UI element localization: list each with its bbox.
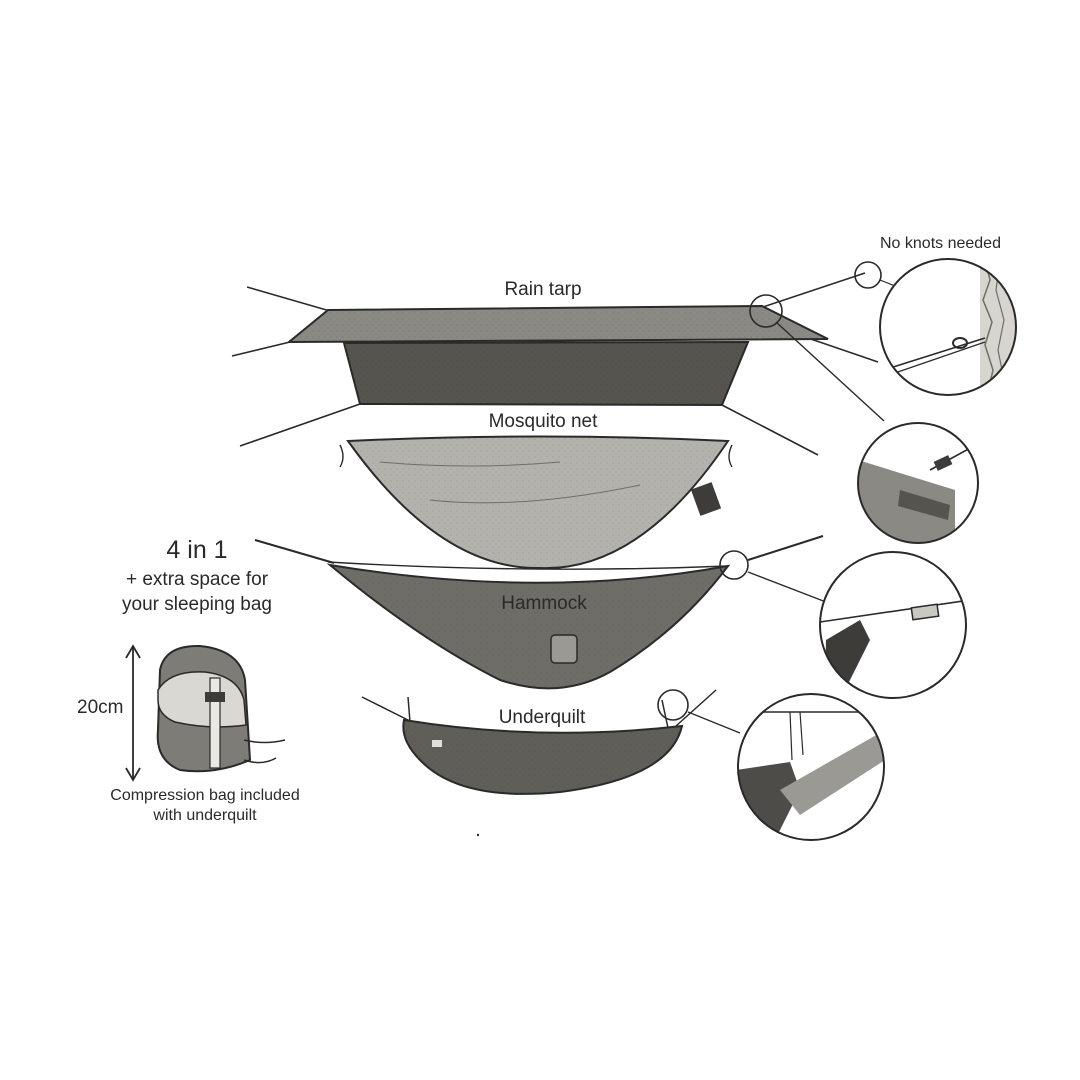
compression-bag (156, 644, 286, 773)
label-hammock: Hammock (501, 593, 587, 614)
mosquito-net (339, 435, 733, 570)
label-extra-space-2: your sleeping bag (122, 594, 272, 615)
detail-circle-hammock-clip (819, 551, 967, 699)
detail-connectors (687, 279, 896, 734)
label-underquilt: Underquilt (498, 707, 586, 728)
callout-markers (657, 261, 882, 721)
label-no-knots: No knots needed (880, 235, 1001, 252)
detail-circle-tree (879, 258, 1017, 396)
label-rain-tarp: Rain tarp (504, 279, 582, 300)
detail-circle-underquilt (737, 693, 885, 841)
label-mosquito-net: Mosquito net (488, 411, 598, 432)
label-height: 20cm (77, 697, 124, 718)
hammock (254, 535, 824, 690)
stray-dot (476, 833, 480, 837)
detail-circle-tarp-corner (857, 422, 979, 544)
label-four-in-one: 4 in 1 (166, 536, 228, 564)
underquilt (361, 689, 717, 795)
label-compression-1: Compression bag included (110, 787, 300, 804)
label-extra-space-1: + extra space for (125, 569, 269, 590)
double-arrow-icon (125, 644, 141, 782)
label-compression-2: with underquilt (153, 807, 257, 824)
rain-tarp (231, 272, 879, 456)
